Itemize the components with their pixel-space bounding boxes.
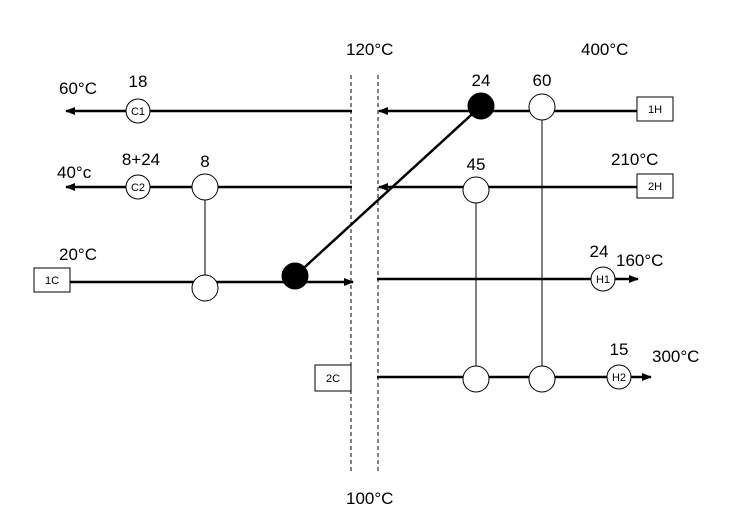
exchanger-60-duty: 60 xyxy=(533,71,552,90)
heater-h1-label: H1 xyxy=(596,274,610,286)
pinch-hot-temp: 120°C xyxy=(346,40,393,59)
stream-2c-box xyxy=(314,364,352,392)
exchanger-60-hot-side xyxy=(528,93,556,121)
stream-2h-box-label: 2H xyxy=(648,181,662,193)
cooler-c2-label: C2 xyxy=(131,182,145,194)
stream-1c-supply-temp: 20°C xyxy=(59,245,97,264)
cooler-c2-duty: 8+24 xyxy=(122,150,160,169)
exchanger-45-hot-side xyxy=(462,176,490,204)
cooler-c1-label: C1 xyxy=(131,106,145,118)
exchanger-24-hot-side xyxy=(467,92,495,120)
cooler-c1 xyxy=(125,98,151,124)
stream-2h-box xyxy=(636,173,674,199)
stream-2c-box-label: 2C xyxy=(326,373,340,385)
exchanger-45-cold-side xyxy=(462,365,490,393)
exchanger-8-cold-side xyxy=(191,274,219,302)
cooler-c1-duty: 18 xyxy=(129,72,148,91)
exchanger-24-cold-side xyxy=(281,262,309,290)
exchanger-24-link xyxy=(294,105,482,277)
heater-h2-label: H2 xyxy=(612,372,626,384)
cooler-c2 xyxy=(125,174,151,200)
exchanger-24-duty: 24 xyxy=(472,71,491,90)
heater-h1-duty: 24 xyxy=(590,242,609,261)
stream-1h-box-label: 1H xyxy=(648,104,662,116)
stream-1c-box-label: 1C xyxy=(45,275,59,287)
pinch-cold-temp: 100°C xyxy=(346,489,393,508)
stream-2h-supply-temp: 210°C xyxy=(611,150,658,169)
exchanger-8-hot-side xyxy=(191,173,219,201)
stream-1h-supply-temp: 400°C xyxy=(581,40,628,59)
exchanger-8-duty: 8 xyxy=(200,152,209,171)
exchanger-60-cold-side xyxy=(528,365,556,393)
stream-1h-target-temp: 60°C xyxy=(59,79,97,98)
heater-h1 xyxy=(590,266,616,292)
stream-2c-target-temp: 300°C xyxy=(652,347,699,366)
stream-1c-target-temp: 160°C xyxy=(616,251,663,270)
exchanger-45-duty: 45 xyxy=(467,155,486,174)
heater-h2-duty: 15 xyxy=(610,340,629,359)
heater-h2 xyxy=(606,364,632,390)
stream-2h-target-temp: 40°c xyxy=(57,163,92,182)
stream-1c-box xyxy=(33,267,71,293)
stream-1h-box xyxy=(636,96,674,122)
